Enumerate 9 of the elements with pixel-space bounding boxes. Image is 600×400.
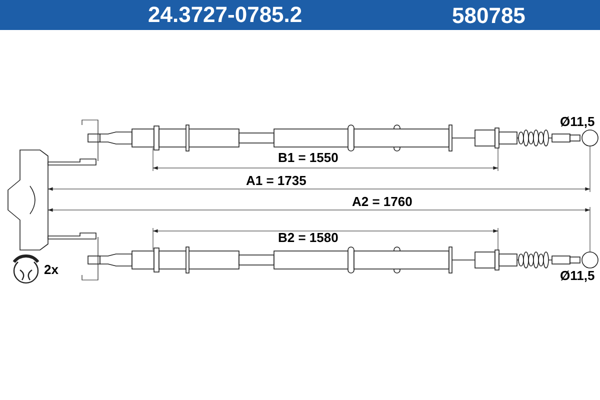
dimension-label: Ø11,5 bbox=[560, 114, 595, 130]
part-number: 24.3727-0785.2 bbox=[148, 2, 302, 28]
dimension-label: B2 = 1580 bbox=[278, 230, 338, 246]
part-number: 580785 bbox=[452, 2, 526, 30]
dimension-label: Ø11,5 bbox=[560, 268, 595, 284]
dimension-label: A1 = 1735 bbox=[246, 173, 306, 190]
dimension-label: B1 = 1550 bbox=[278, 150, 338, 166]
dimension-label: A2 = 1760 bbox=[352, 194, 412, 210]
dimension-label: 2x bbox=[44, 262, 58, 278]
